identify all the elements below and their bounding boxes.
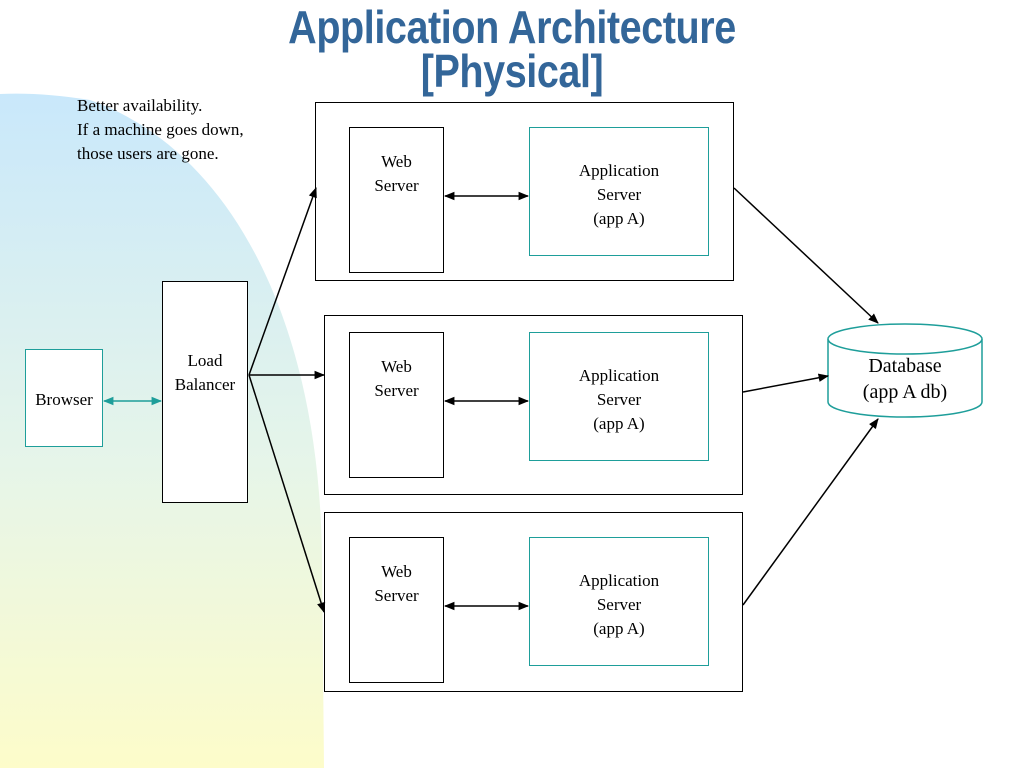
- browser-box: Browser: [25, 349, 103, 447]
- note-line: Better availability.: [77, 96, 203, 115]
- app-server-box-3: Application Server (app A): [529, 537, 709, 666]
- app-server-line: Application: [578, 366, 660, 385]
- database-label: Database (app A db): [828, 353, 982, 405]
- app-server-label: Application Server (app A): [530, 569, 708, 641]
- app-server-line: Server: [596, 595, 642, 614]
- app-server-line: Application: [578, 161, 660, 180]
- browser-label: Browser: [35, 390, 93, 409]
- web-server-box-1: Web Server: [349, 127, 444, 273]
- note-line: those users are gone.: [77, 144, 219, 163]
- app-server-line: Application: [578, 571, 660, 590]
- app-server-box-1: Application Server (app A): [529, 127, 709, 256]
- app-server-box-2: Application Server (app A): [529, 332, 709, 461]
- app-server-line: Server: [596, 390, 642, 409]
- page-title: Application Architecture: [288, 1, 736, 53]
- web-server-box-3: Web Server: [349, 537, 444, 683]
- app-server-line: Server: [596, 185, 642, 204]
- database-line: Database: [868, 355, 942, 377]
- app-server-label: Application Server (app A): [530, 364, 708, 436]
- app-server-label: Application Server (app A): [530, 159, 708, 231]
- app-server-line: (app A): [593, 619, 645, 638]
- availability-note: Better availability. If a machine goes d…: [77, 94, 244, 166]
- web-server-line: Web: [381, 357, 412, 376]
- web-server-line: Server: [374, 176, 419, 195]
- load-balancer-line: Load: [187, 351, 223, 370]
- web-server-line: Web: [381, 152, 412, 171]
- web-server-box-2: Web Server: [349, 332, 444, 478]
- load-balancer-line: Balancer: [174, 375, 236, 394]
- web-server-line: Server: [374, 586, 419, 605]
- note-line: If a machine goes down,: [77, 120, 244, 139]
- database-line: (app A db): [862, 381, 948, 403]
- load-balancer-box: Load Balancer: [162, 281, 248, 503]
- load-balancer-label: Load Balancer: [163, 349, 247, 397]
- page-subtitle: [Physical]: [420, 45, 604, 97]
- web-server-line: Server: [374, 381, 419, 400]
- web-server-label: Web Server: [350, 355, 443, 403]
- app-server-line: (app A): [593, 414, 645, 433]
- web-server-label: Web Server: [350, 560, 443, 608]
- web-server-label: Web Server: [350, 150, 443, 198]
- web-server-line: Web: [381, 562, 412, 581]
- app-server-line: (app A): [593, 209, 645, 228]
